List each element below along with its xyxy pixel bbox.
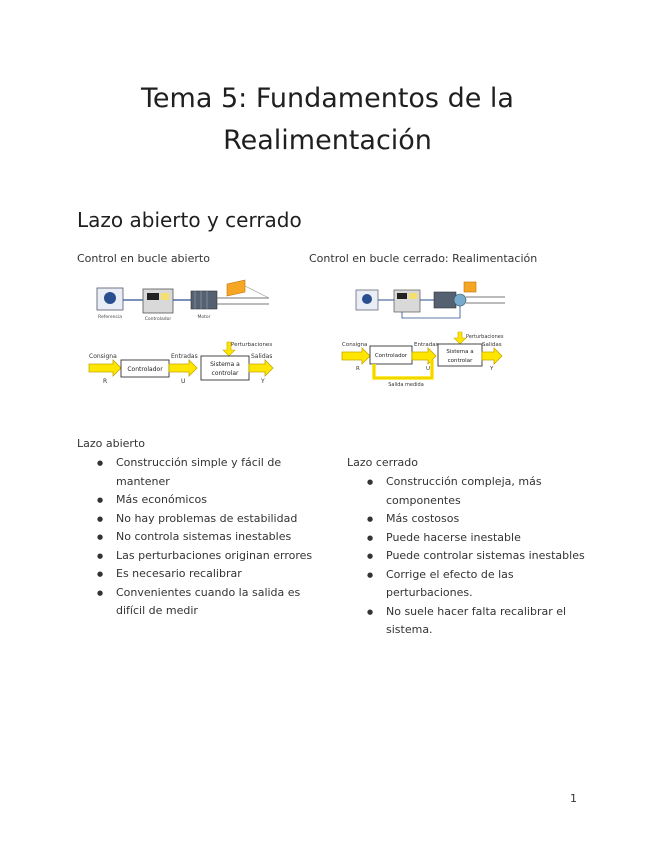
closed-perturbation-label: Perturbaciones [466,334,504,340]
closed-loop-illustration [355,281,505,319]
list-item: Corrige el efecto de las perturbaciones. [347,566,617,603]
list-item: Más costosos [347,510,617,529]
open-inputs-label: Entradas [171,353,198,360]
closed-loop-item-line: Corrige el efecto de las [386,567,514,581]
open-block-system-1: Sistema a [210,361,240,368]
open-input-label: Consigna [89,353,117,360]
open-block-controller: Controlador [127,366,163,373]
closed-inputs-label: Entradas [414,342,439,348]
open-loop-diagram: Referencia Controlador Motor Consigna R … [88,279,274,385]
open-loop-item-line: mantener [116,474,170,488]
closed-loop-item-line: componentes [386,493,461,507]
open-loop-list-title: Lazo abierto [77,437,145,450]
list-item: Puede controlar sistemas inestables [347,547,617,566]
list-item: Es necesario recalibrar [77,565,337,584]
closed-block-system-2: controlar [448,358,473,364]
closed-loop-item-line: Construcción compleja, más [386,475,542,488]
list-item: Construcción compleja, más componentes [347,473,617,510]
open-illus-label-3: Motor [197,314,210,320]
closed-loop-item-line: No suele hacer falta recalibrar el [386,604,567,618]
closed-loop-item-line: perturbaciones. [386,586,473,599]
section-heading: Lazo abierto y cerrado [77,208,302,232]
list-item: No suele hacer falta recalibrar el sistem… [347,603,617,640]
closed-loop-item-line: Puede hacerse inestable [386,530,521,544]
open-outputs-label: Salidas [251,353,272,360]
page-title: Tema 5: Fundamentos de la Realimentación [0,78,655,162]
closed-loop-item-line: Puede controlar sistemas inestables [386,549,585,562]
title-line-2: Realimentación [223,125,432,156]
open-loop-item-line: difícil de medir [116,604,198,617]
closed-loop-diagram: Consigna R Controlador Entradas U Pertur… [341,281,505,388]
open-loop-item-line: Más económicos [116,493,207,506]
closed-loop-list-title: Lazo cerrado [347,456,418,469]
open-loop-item-line: Las perturbaciones originan errores [116,548,313,562]
open-loop-item-line: Es necesario recalibrar [116,567,242,580]
open-loop-illustration: Referencia Controlador Motor [96,279,270,322]
closed-input-label: Consigna [342,342,367,348]
list-item: No controla sistemas inestables [77,528,337,547]
list-item: Más económicos [77,491,337,510]
open-loop-list: Construcción simple y fácil de mantenerMá… [77,454,337,621]
closed-outputs-label: Salidas [482,342,502,348]
list-item: Puede hacerse inestable [347,529,617,548]
open-loop-item-line: Construcción simple y fácil de [116,456,282,469]
list-item: Construcción simple y fácil de mantener [77,454,337,491]
closed-input-symbol: R [356,366,360,372]
open-block-system-2: controlar [212,370,239,377]
list-item: Convenientes cuando la salida es difícil … [77,584,337,621]
open-outputs-symbol: Y [260,378,265,385]
open-input-symbol: R [103,378,107,385]
closed-loop-block-diagram: Consigna R Controlador Entradas U Pertur… [341,331,504,388]
closed-inputs-symbol: U [426,366,430,372]
closed-loop-list: Construcción compleja, más componentesMás… [347,473,617,640]
closed-outputs-symbol: Y [489,366,494,372]
closed-loop-item-line: Más costosos [386,512,460,525]
page-number: 1 [570,792,577,805]
closed-block-system-1: Sistema a [446,349,473,355]
closed-feedback-label: Salida medida [388,382,424,388]
title-line-1: Tema 5: Fundamentos de la [141,83,514,114]
open-loop-item-line: No hay problemas de estabilidad [116,511,298,525]
open-loop-caption: Control en bucle abierto [77,252,210,265]
open-loop-block-diagram: Consigna R Controlador Entradas U Pertur… [88,341,274,385]
open-illus-label-1: Referencia [98,314,122,320]
open-perturbation-label: Perturbaciones [231,342,272,348]
closed-block-controller: Controlador [375,353,408,359]
closed-loop-caption: Control en bucle cerrado: Realimentación [309,252,538,265]
list-item: Las perturbaciones originan errores [77,547,337,566]
open-loop-item-line: No controla sistemas inestables [116,530,292,543]
open-inputs-symbol: U [181,378,185,385]
open-illus-label-2: Controlador [145,316,172,322]
list-item: No hay problemas de estabilidad [77,510,337,529]
open-loop-item-line: Convenientes cuando la salida es [116,585,301,599]
closed-loop-item-line: sistema. [386,623,433,636]
